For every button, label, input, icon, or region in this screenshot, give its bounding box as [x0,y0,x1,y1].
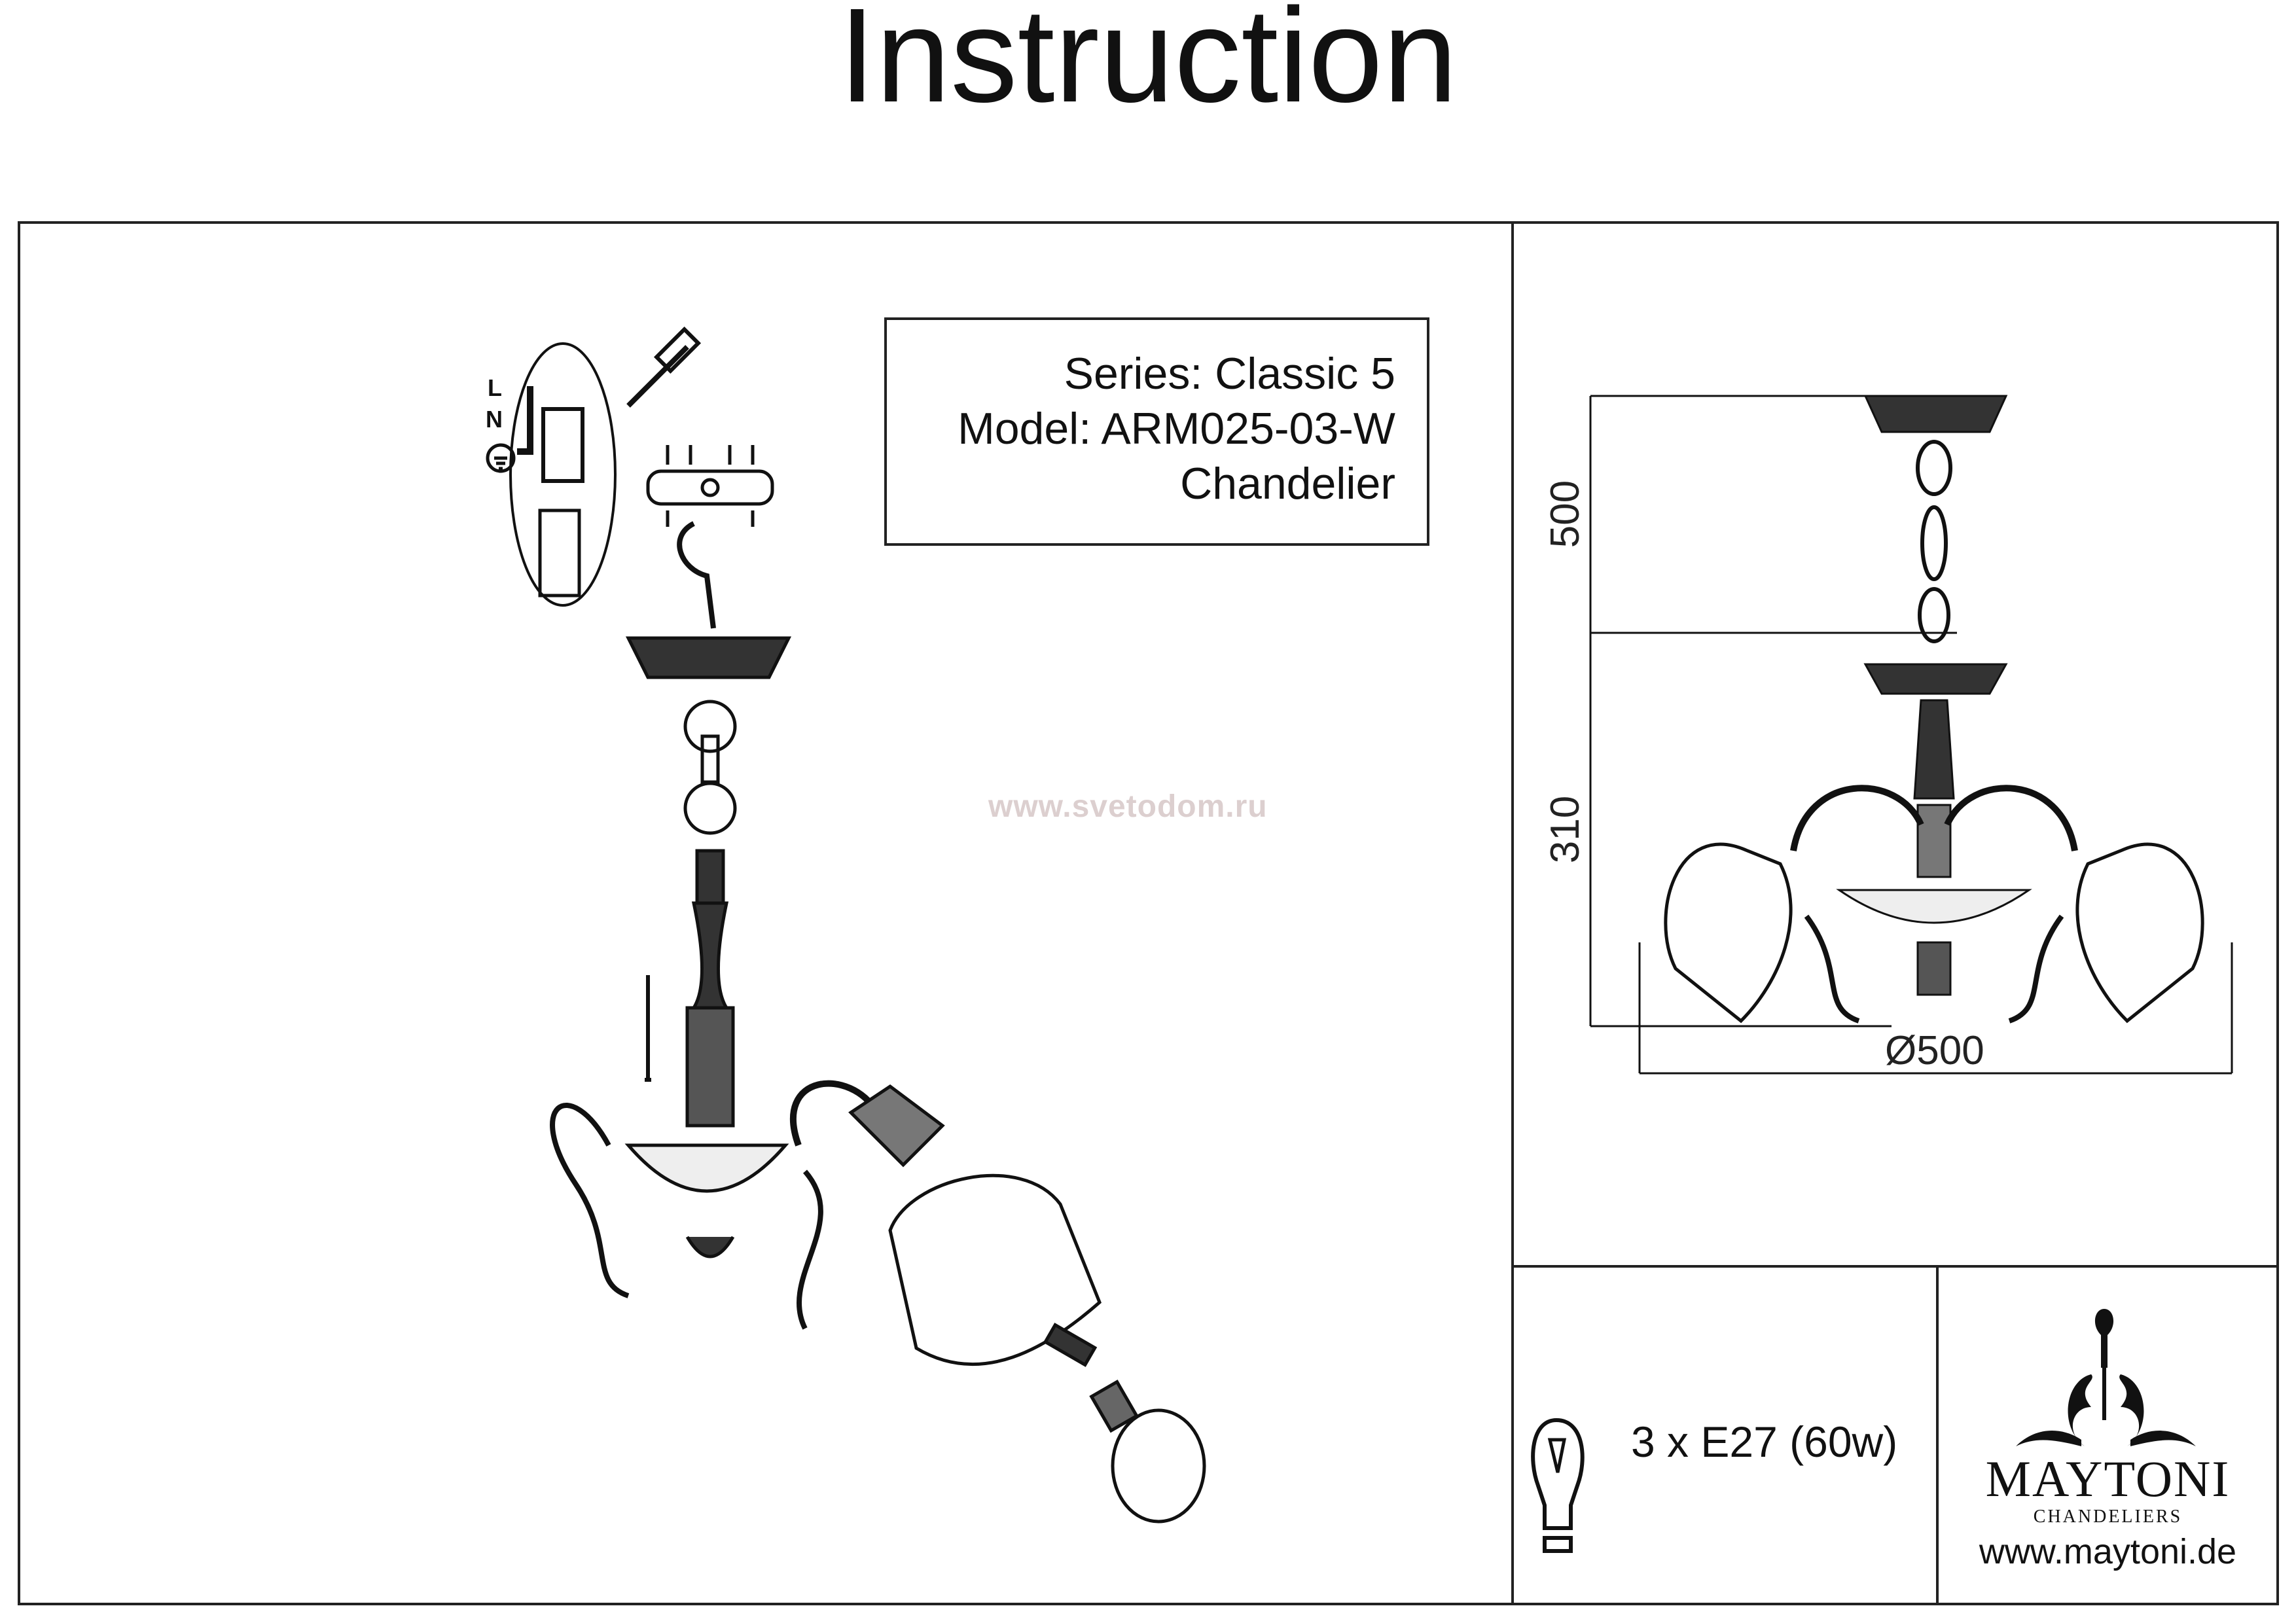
brand-name: MAYTONI [1985,1450,2231,1507]
watermark: www.svetodom.ru [988,789,1268,824]
vertical-divider [1511,221,1514,1605]
screwdriver-icon [626,326,702,408]
mounting-bracket [646,445,774,527]
model-label: Model: ARM025-03-W [958,404,1395,454]
dimension-drawing [1589,395,2233,1075]
brand-subtitle: CHANDELIERS [2033,1507,2183,1527]
wiring-detail-diagram [486,342,617,607]
ground-icon [486,443,516,473]
brand-logo-ornament [2016,1309,2196,1446]
neutral-wire-label: N [486,406,503,433]
horizontal-divider [1511,1265,2279,1268]
product-type-label: Chandelier [1180,459,1395,508]
brand-website: www.maytoni.de [1979,1532,2237,1571]
product-info-box: Series: Classic 5 Model: ARM025-03-W Cha… [884,317,1429,546]
light-bulb-icon [1531,1418,1585,1553]
bottom-divider [1936,1265,1939,1605]
diameter-dimension: Ø500 [1885,1028,1984,1073]
exploded-chandelier-diagram [550,521,1206,1524]
outer-frame [18,221,2279,1605]
series-label: Series: Classic 5 [1064,349,1395,399]
page-title: Instruction [838,0,1458,130]
live-wire-label: L [488,374,502,401]
lamp-spec: 3 x E27 (60w) [1631,1418,1898,1466]
